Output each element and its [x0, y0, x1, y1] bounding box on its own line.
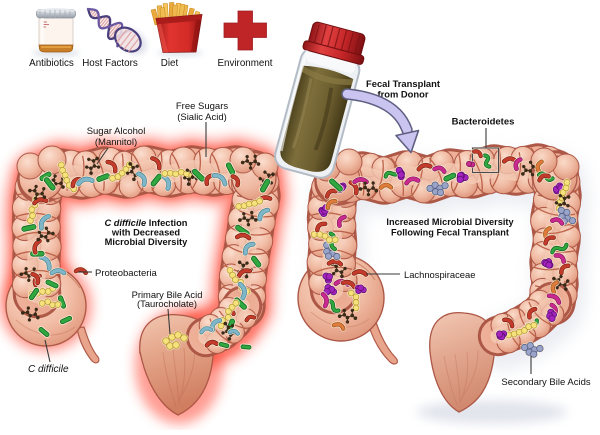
- svg-text:Secondary Bile Acids: Secondary Bile Acids: [501, 377, 590, 388]
- svg-text:Fecal Transplant: Fecal Transplant: [366, 78, 440, 89]
- svg-text:with Decreased: with Decreased: [111, 228, 181, 238]
- svg-text:Proteobacteria: Proteobacteria: [95, 268, 158, 279]
- svg-text:C difficile: C difficile: [28, 364, 69, 375]
- svg-text:Antibiotics: Antibiotics: [29, 58, 74, 69]
- svg-text:Bacteroidetes: Bacteroidetes: [452, 117, 515, 128]
- svg-text:Free Sugars: Free Sugars: [176, 101, 229, 112]
- svg-text:from Donor: from Donor: [377, 89, 428, 100]
- svg-text:Sugar Alcohol: Sugar Alcohol: [87, 126, 146, 137]
- svg-text:C difficile Infection: C difficile Infection: [104, 218, 187, 228]
- svg-text:Host Factors: Host Factors: [82, 58, 138, 69]
- svg-text:Environment: Environment: [218, 58, 273, 69]
- svg-text:Lachnospiraceae: Lachnospiraceae: [404, 269, 475, 280]
- svg-text:(Taurocholate): (Taurocholate): [137, 298, 197, 309]
- svg-text:(Sialic Acid): (Sialic Acid): [177, 112, 227, 123]
- svg-text:Following Fecal Transplant: Following Fecal Transplant: [391, 228, 509, 238]
- svg-text:Diet: Diet: [161, 58, 179, 69]
- svg-text:Microbial Diversity: Microbial Diversity: [105, 237, 188, 247]
- svg-text:Increased Microbial Diversity: Increased Microbial Diversity: [386, 217, 514, 227]
- svg-text:(Mannitol): (Mannitol): [95, 137, 137, 148]
- svg-text:Primary Bile Acid: Primary Bile Acid: [132, 289, 203, 300]
